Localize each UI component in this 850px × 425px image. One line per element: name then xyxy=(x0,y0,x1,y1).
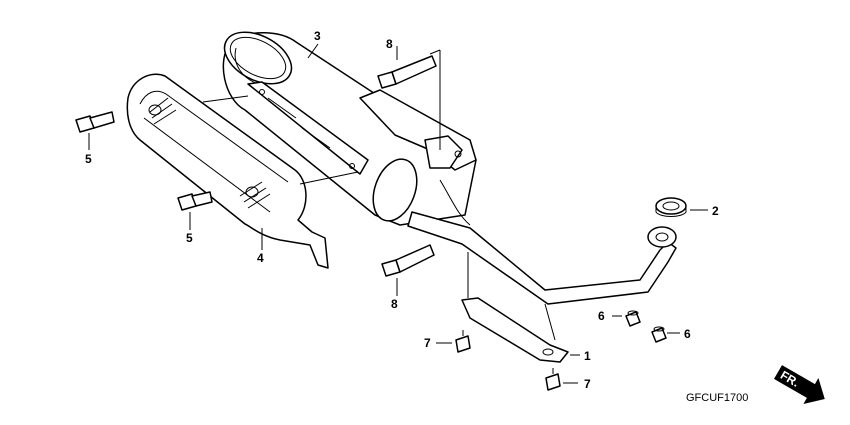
muffler-clip-bar xyxy=(247,81,369,175)
callout-muffler: 3 xyxy=(314,29,321,43)
heat-protector-vents xyxy=(149,97,271,209)
heat-protector xyxy=(126,73,329,269)
cap-nut-left xyxy=(625,310,641,327)
bolt-lower xyxy=(177,191,213,211)
nut-lower xyxy=(545,368,561,391)
diagram-code: GFCUF1700 xyxy=(686,392,748,404)
callout-flange-bolt-lower: 8 xyxy=(391,297,398,311)
callout-bolt-upper: 5 xyxy=(85,152,92,166)
flange-bolt-upper xyxy=(377,55,437,89)
bolt-upper xyxy=(75,111,115,133)
callout-cap-nut-left: 6 xyxy=(598,309,605,323)
callout-exhaust-pipe: 1 xyxy=(584,349,591,363)
callout-nut-upper: 7 xyxy=(424,336,431,350)
flange-bolt-lower xyxy=(381,244,435,277)
gasket xyxy=(655,197,687,217)
nut-upper xyxy=(455,330,471,353)
leader-lines xyxy=(88,43,708,384)
muffler xyxy=(222,31,477,226)
callout-flange-bolt-upper: 8 xyxy=(386,37,393,51)
cap-nut-right xyxy=(651,326,667,343)
exhaust-pipe xyxy=(407,211,677,363)
callout-bolt-lower: 5 xyxy=(186,231,193,245)
front-direction-arrow: FR. xyxy=(774,365,825,404)
callout-cap-nut-right: 6 xyxy=(684,327,691,341)
callout-nut-lower: 7 xyxy=(584,377,591,391)
callout-heat-protector: 4 xyxy=(257,251,264,265)
callout-gasket: 2 xyxy=(712,204,719,218)
